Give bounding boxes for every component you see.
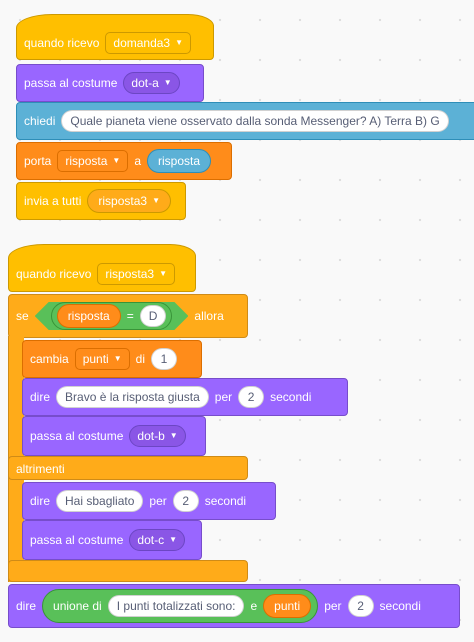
chevron-down-icon: ▼ (152, 196, 160, 205)
chevron-down-icon: ▼ (175, 38, 184, 47)
costume-dropdown-value: dot-b (137, 429, 165, 443)
points-reporter[interactable]: punti (263, 594, 312, 618)
costume-dropdown[interactable]: dot-c ▼ (129, 529, 185, 551)
if-label: se (16, 309, 29, 323)
secs-unit-label: secondi (204, 494, 247, 508)
when-receive-label: quando ricevo (24, 36, 100, 50)
broadcast-label: invia a tutti (24, 194, 82, 208)
equals-operator[interactable]: risposta = D (51, 302, 173, 330)
say-text-input[interactable]: Hai sbagliato (56, 490, 144, 512)
question-input[interactable]: Quale pianeta viene osservato dalla sond… (61, 110, 449, 132)
if-else-bottom (8, 560, 248, 582)
costume-dropdown-value: dot-c (137, 533, 165, 547)
ask-block[interactable]: chiedi Quale pianeta viene osservato dal… (16, 102, 474, 140)
join-and-label: e (250, 599, 258, 613)
say-text-input[interactable]: Bravo è la risposta giusta (56, 386, 209, 408)
costume-dropdown[interactable]: dot-b ▼ (129, 425, 186, 447)
message-dropdown[interactable]: risposta3 ▼ (97, 263, 176, 285)
broadcast-block[interactable]: invia a tutti risposta3 ▼ (16, 182, 186, 220)
costume-dropdown-value: dot-a (131, 76, 159, 90)
switch-costume-label: passa al costume (24, 76, 118, 90)
broadcast-message-value: risposta3 (98, 194, 148, 208)
then-label: allora (194, 309, 224, 323)
broadcast-message-dropdown[interactable]: risposta3 ▼ (87, 189, 171, 213)
for-label: per (214, 390, 233, 404)
variable-dropdown-value: risposta (65, 154, 108, 168)
say-for-secs-block[interactable]: dire Hai sbagliato per 2 secondi (22, 482, 276, 520)
else-section[interactable]: altrimenti (8, 456, 248, 480)
chevron-down-icon: ▼ (169, 431, 178, 440)
chevron-down-icon: ▼ (112, 156, 121, 165)
message-dropdown-value: domanda3 (113, 36, 171, 50)
if-else-block[interactable]: se risposta = D allora (8, 294, 248, 338)
variable-dropdown-value: punti (82, 352, 109, 366)
set-label: porta (24, 154, 52, 168)
switch-costume-block[interactable]: passa al costume dot-b ▼ (22, 416, 206, 456)
change-label: cambia (30, 352, 69, 366)
change-amount-input[interactable]: 1 (150, 348, 177, 370)
message-dropdown[interactable]: domanda3 ▼ (105, 32, 192, 54)
change-variable-block[interactable]: cambia punti ▼ di 1 (22, 340, 202, 378)
equals-symbol: = (126, 309, 134, 323)
chevron-down-icon: ▼ (169, 535, 177, 544)
say-label: dire (16, 599, 37, 613)
variable-reporter[interactable]: risposta (57, 304, 121, 328)
switch-costume-label: passa al costume (30, 429, 124, 443)
costume-dropdown[interactable]: dot-a ▼ (123, 72, 180, 94)
chevron-down-icon: ▼ (163, 78, 172, 87)
message-dropdown-value: risposta3 (105, 267, 155, 281)
variable-dropdown[interactable]: punti ▼ (74, 348, 130, 370)
when-receive-hat-block[interactable]: quando ricevo domanda3 ▼ (16, 14, 214, 60)
chevron-down-icon: ▼ (159, 269, 168, 278)
else-label: altrimenti (16, 462, 65, 476)
join-operator[interactable]: unione di I punti totalizzati sono: e pu… (42, 589, 319, 623)
say-label: dire (30, 390, 51, 404)
switch-costume-block[interactable]: passa al costume dot-c ▼ (22, 520, 202, 560)
compare-value-input[interactable]: D (140, 305, 167, 327)
say-label: dire (30, 494, 51, 508)
join-text-input[interactable]: I punti totalizzati sono: (107, 595, 245, 617)
say-for-secs-block[interactable]: dire Bravo è la risposta giusta per 2 se… (22, 378, 348, 416)
set-variable-block[interactable]: porta risposta ▼ a risposta (16, 142, 232, 180)
switch-costume-label: passa al costume (30, 533, 124, 547)
for-label: per (324, 599, 342, 613)
secs-input[interactable]: 2 (347, 595, 374, 617)
say-for-secs-block[interactable]: dire unione di I punti totalizzati sono:… (8, 584, 460, 628)
for-label: per (149, 494, 167, 508)
ask-label: chiedi (24, 114, 56, 128)
secs-input[interactable]: 2 (172, 490, 199, 512)
secs-input[interactable]: 2 (238, 386, 265, 408)
when-receive-label: quando ricevo (16, 267, 92, 281)
set-to-label: a (134, 154, 141, 168)
when-receive-hat-block[interactable]: quando ricevo risposta3 ▼ (8, 244, 196, 292)
secs-unit-label: secondi (270, 390, 312, 404)
change-by-label: di (135, 352, 145, 366)
switch-costume-block[interactable]: passa al costume dot-a ▼ (16, 64, 204, 102)
answer-reporter[interactable]: risposta (147, 149, 212, 173)
condition-slot[interactable]: risposta = D (35, 302, 189, 330)
join-label: unione di (53, 599, 102, 613)
chevron-down-icon: ▼ (113, 354, 122, 363)
secs-unit-label: secondi (379, 599, 421, 613)
variable-dropdown[interactable]: risposta ▼ (57, 150, 129, 172)
